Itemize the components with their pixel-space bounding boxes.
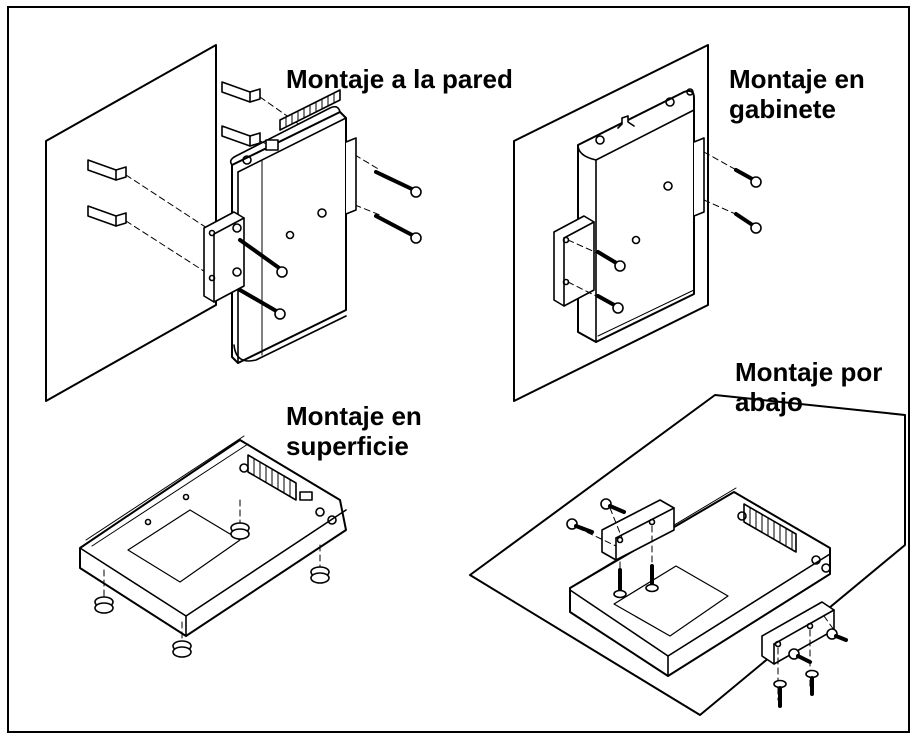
wall-panel — [45, 44, 217, 402]
screw — [600, 498, 626, 514]
rubber-foot — [94, 596, 114, 614]
screw — [734, 212, 762, 234]
screw — [805, 669, 819, 696]
wall-anchor — [221, 125, 261, 147]
screw — [238, 288, 286, 320]
wall-anchor — [87, 159, 127, 181]
rubber-foot — [172, 640, 192, 658]
screw — [596, 250, 626, 272]
cabinet-mount-label-line2: gabinete — [729, 94, 836, 124]
screw — [238, 238, 288, 278]
under-mount-label-line1: Montaje por — [735, 357, 883, 387]
screw — [788, 648, 812, 664]
screw — [374, 170, 422, 198]
rubber-foot — [230, 522, 250, 540]
wall-anchor — [221, 81, 261, 103]
device-unit — [577, 88, 695, 343]
surface-mount-label-line2: superficie — [286, 431, 409, 461]
mounting-bracket — [553, 215, 595, 307]
device-unit — [569, 487, 831, 677]
screw — [596, 294, 624, 314]
screw — [734, 168, 762, 188]
device-unit — [79, 435, 347, 637]
rubber-foot — [310, 566, 330, 584]
device-unit — [229, 89, 347, 364]
cabinet-mount-label-line1: Montaje en — [729, 64, 865, 94]
mounting-bracket-right — [693, 137, 705, 217]
mounting-bracket — [203, 211, 245, 303]
wall-anchor — [87, 205, 127, 227]
under-mount-illustration — [469, 394, 906, 716]
under-mount-label-line2: abajo — [735, 387, 803, 417]
screw — [773, 679, 787, 708]
wall-mount-label: Montaje a la pared — [286, 64, 513, 94]
screw — [613, 568, 627, 599]
cabinet-mount-illustration — [513, 44, 762, 402]
screw — [826, 628, 848, 642]
surface-mount-label-line1: Montaje en — [286, 401, 422, 431]
screw — [566, 518, 594, 534]
mounting-bracket — [601, 499, 675, 561]
mounting-bracket-right — [345, 137, 357, 215]
wall-mount-illustration — [45, 44, 422, 402]
screw — [374, 214, 422, 244]
screw — [645, 564, 659, 593]
surface-mount-illustration — [79, 435, 347, 658]
